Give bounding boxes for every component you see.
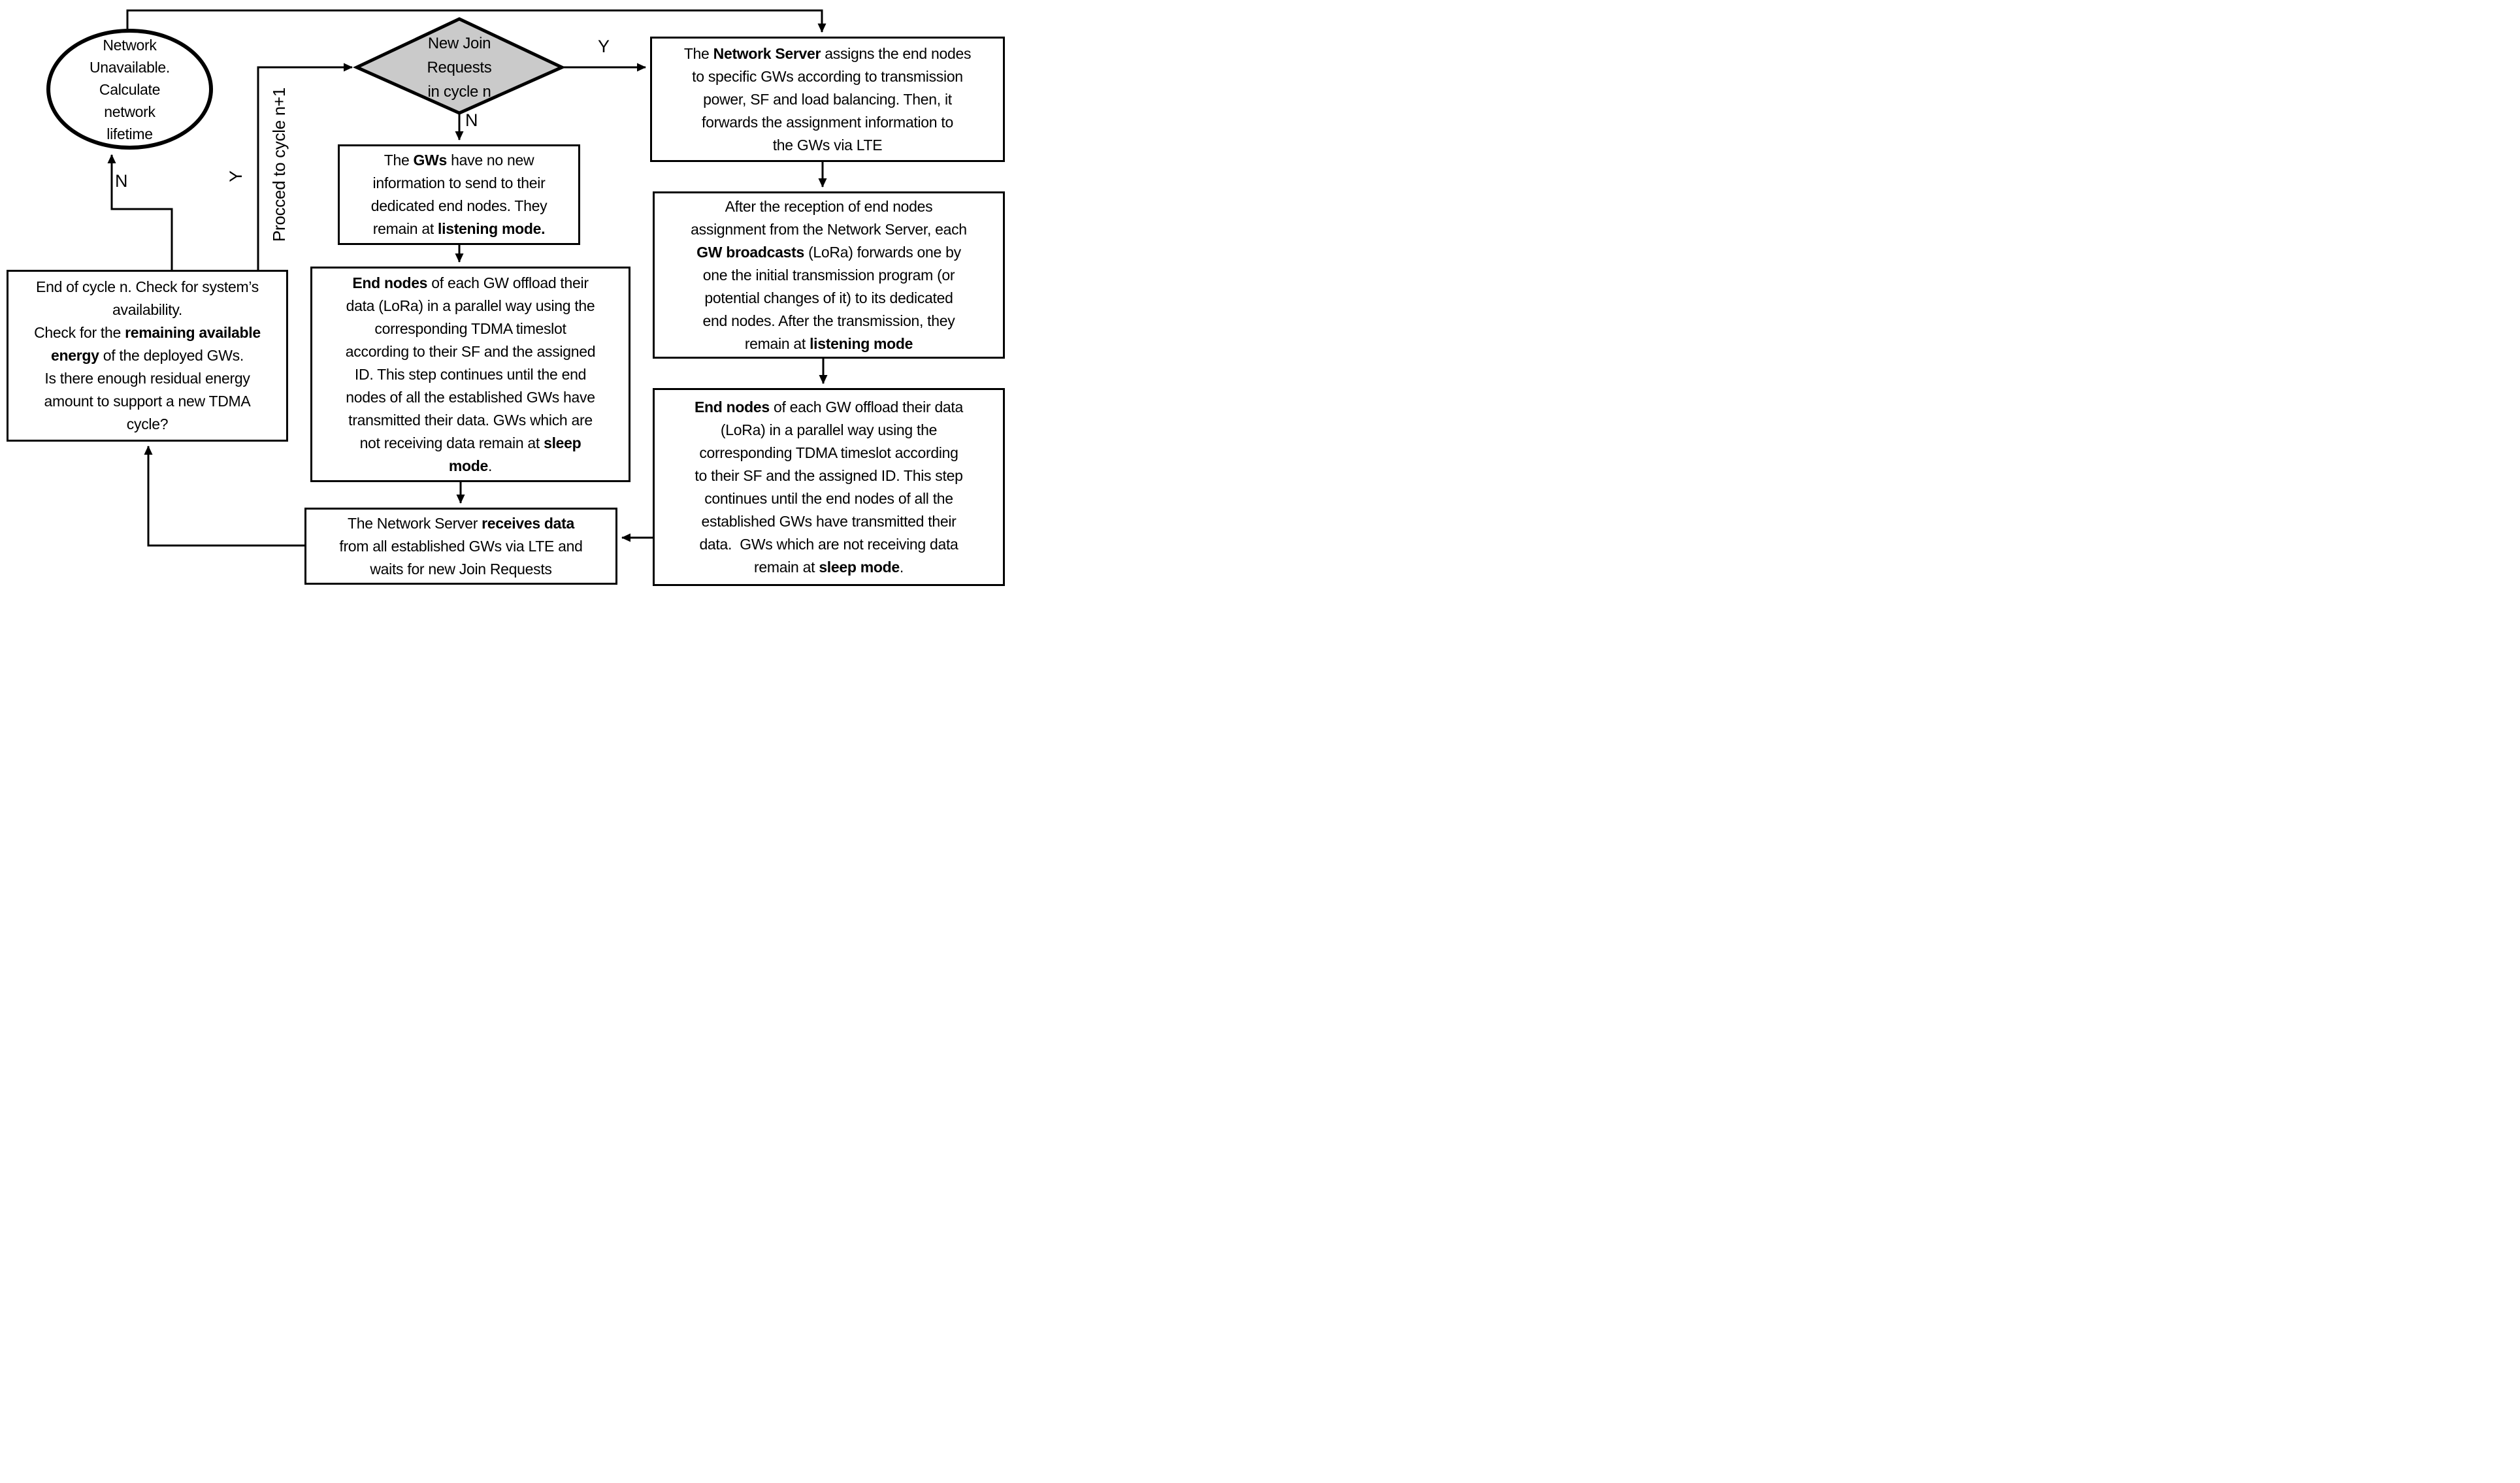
text-line: Unavailable.: [90, 58, 170, 76]
text-line: waits for new Join Requests: [370, 560, 552, 578]
text-line: remain at listening mode.: [372, 220, 546, 237]
label-no-down: N: [465, 110, 478, 130]
text-line: the GWs via LTE: [772, 136, 883, 154]
text-line: End of cycle n. Check for system’s: [36, 278, 259, 295]
text-line: End nodes of each GW offload their: [352, 274, 589, 291]
node-ns-receives: The Network Server receives data from all…: [304, 508, 617, 585]
text-line: GW broadcasts (LoRa) forwards one by: [696, 243, 961, 261]
node-gw-broadcasts: After the reception of end nodes assignme…: [653, 191, 1005, 359]
text-line: End nodes of each GW offload their data: [694, 398, 964, 416]
text-line: one the initial transmission program (or: [702, 266, 955, 284]
text-line: availability.: [112, 301, 182, 318]
text-line: mode.: [448, 457, 493, 474]
text-line: established GWs have transmitted their: [701, 512, 957, 530]
text-line: according to their SF and the assigned: [345, 342, 596, 360]
text-line: information to send to their: [372, 174, 546, 191]
text-line: After the reception of end nodes: [725, 197, 933, 215]
text-line: assignment from the Network Server, each: [691, 220, 967, 238]
text-line: The GWs have no new: [384, 152, 534, 169]
text-line: network: [104, 103, 155, 120]
text-line: energy of the deployed GWs.: [51, 347, 244, 364]
decision-diamond-shape: [353, 17, 566, 115]
edge-ellipse-to-ns-assigns: [126, 9, 826, 33]
text-line: nodes of all the established GWs have: [346, 388, 595, 406]
edge-ns-receives-to-end-of-cycle: [144, 446, 304, 547]
edge-end-of-cycle-no-to-ellipse: [107, 154, 173, 270]
text-line: from all established GWs via LTE and: [339, 537, 583, 555]
text-line: New Join: [427, 34, 491, 52]
text-line: continues until the end nodes of all the: [704, 489, 953, 507]
text-line: amount to support a new TDMA: [44, 393, 251, 410]
text-line: remain at sleep mode.: [754, 558, 904, 576]
text-line: lifetime: [106, 125, 153, 142]
text-line: power, SF and load balancing. Then, it: [703, 90, 952, 108]
text-line: corresponding TDMA timeslot: [374, 319, 566, 337]
node-gws-listening: The GWs have no new information to send t…: [338, 144, 580, 245]
node-end-of-cycle-check: End of cycle n. Check for system’s availa…: [7, 270, 288, 442]
text-line: corresponding TDMA timeslot according: [699, 444, 958, 461]
text-line: Check for the remaining available: [34, 324, 261, 341]
node-ns-assigns: The Network Server assigns the end nodes…: [650, 37, 1005, 162]
text-line: not receiving data remain at sleep: [359, 434, 581, 451]
text-line: in cycle n: [427, 82, 491, 101]
text-line: (LoRa) in a parallel way using the: [720, 421, 938, 438]
text-line: to specific GWs according to transmissio…: [692, 67, 963, 85]
text-line: remain at listening mode: [744, 334, 913, 352]
label-proceed-to-cycle: Procced to cycle n+1: [269, 87, 289, 242]
node-end-nodes-offload-mid: End nodes of each GW offload their data (…: [310, 267, 630, 482]
text-line: dedicated end nodes. They: [370, 197, 548, 214]
edge-end-of-cycle-yes-to-diamond: [257, 63, 353, 270]
text-line: Requests: [427, 58, 492, 76]
text-line: The Network Server receives data: [347, 514, 575, 532]
text-line: cycle?: [126, 416, 169, 432]
text-line: Calculate: [99, 80, 161, 98]
text-line: The Network Server assigns the end nodes: [683, 44, 972, 62]
text-line: to their SF and the assigned ID. This st…: [695, 466, 963, 484]
text-line: Network: [103, 36, 157, 54]
text-line: ID. This step continues until the end: [354, 365, 587, 383]
node-end-nodes-offload-right: End nodes of each GW offload their data (…: [653, 388, 1005, 586]
text-line: potential changes of it) to its dedicate…: [704, 289, 953, 306]
label-no-left: N: [115, 171, 128, 191]
text-line: end nodes. After the transmission, they: [702, 312, 955, 329]
text-line: forwards the assignment information to: [702, 113, 953, 131]
text-line: Is there enough residual energy: [44, 370, 250, 387]
label-yes-left: Y: [225, 171, 246, 182]
text-line: data. GWs which are not receiving data: [699, 535, 958, 553]
text-line: data (LoRa) in a parallel way using the: [346, 297, 595, 314]
label-yes-right: Y: [598, 37, 610, 56]
connector-layer: [107, 9, 828, 547]
text-line: transmitted their data. GWs which are: [348, 411, 593, 429]
